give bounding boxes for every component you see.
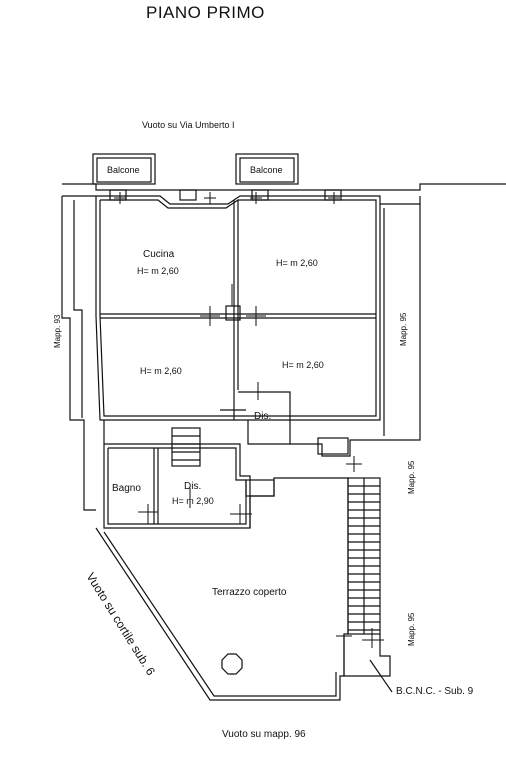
left-neighbour-boundary [61,196,96,511]
dis-lower-label: Dis. [184,481,202,492]
balcony-right-inner [239,157,295,183]
balcony-left-inner [96,157,152,183]
dis-lower-height: H= m 2,90 [172,496,214,506]
right-map-label-3: Mapp. 95 [407,612,416,646]
street-boundary [62,183,506,191]
building-outer-wall [95,195,381,421]
chimney-block [225,305,241,321]
window-niche-1 [109,189,127,201]
bcnc-label: B.C.N.C. - Sub. 9 [396,686,474,697]
left-map-label: Mapp. 93 [53,314,62,348]
right-map-label-2: Mapp. 95 [407,460,416,494]
building-outer-wall-inner [99,199,377,417]
balcony-left-outline [92,153,156,185]
balcony-right-label: Balcone [250,165,283,175]
terrace-label: Terrazzo coperto [212,587,287,598]
terrace-outline-inner [103,531,337,697]
mid-right-room-height: H= m 2,60 [282,360,324,370]
balcony-right-outline [235,153,299,185]
bottom-label: Vuoto su mapp. 96 [222,729,306,740]
balcony-left-label: Balcone [107,165,140,175]
bagno-label: Bagno [112,483,141,494]
terrace-column [221,653,243,675]
corridor-wall [290,439,380,457]
terrace-outline [95,477,349,701]
courtyard-label: Vuoto su cortile sub. 6 [83,570,158,678]
kitchen-label: Cucina [143,249,175,260]
door-marks [114,192,384,648]
mid-left-room-height: H= m 2,60 [140,366,182,376]
dis-upper-label: Dis. [254,411,272,422]
drawing-title: PIANO PRIMO [146,3,265,22]
window-niche-3 [251,189,269,201]
left-neighbour-boundary-b [73,200,83,418]
stair-upper [171,427,201,467]
kitchen-height: H= m 2,60 [137,266,179,276]
top-right-room-height: H= m 2,60 [276,258,318,268]
bcnc-leader [369,659,393,693]
lower-block-wall [103,420,251,529]
bcnc-box [343,634,391,677]
stair-landing [317,437,349,455]
street-label: Vuoto su Via Umberto I [142,120,235,130]
street-boundary-inner-right [380,196,421,205]
right-map-label: Mapp. 95 [399,312,408,346]
window-niche-4 [324,189,342,201]
window-niche-2 [179,189,197,201]
right-neighbour-boundary [380,204,421,441]
